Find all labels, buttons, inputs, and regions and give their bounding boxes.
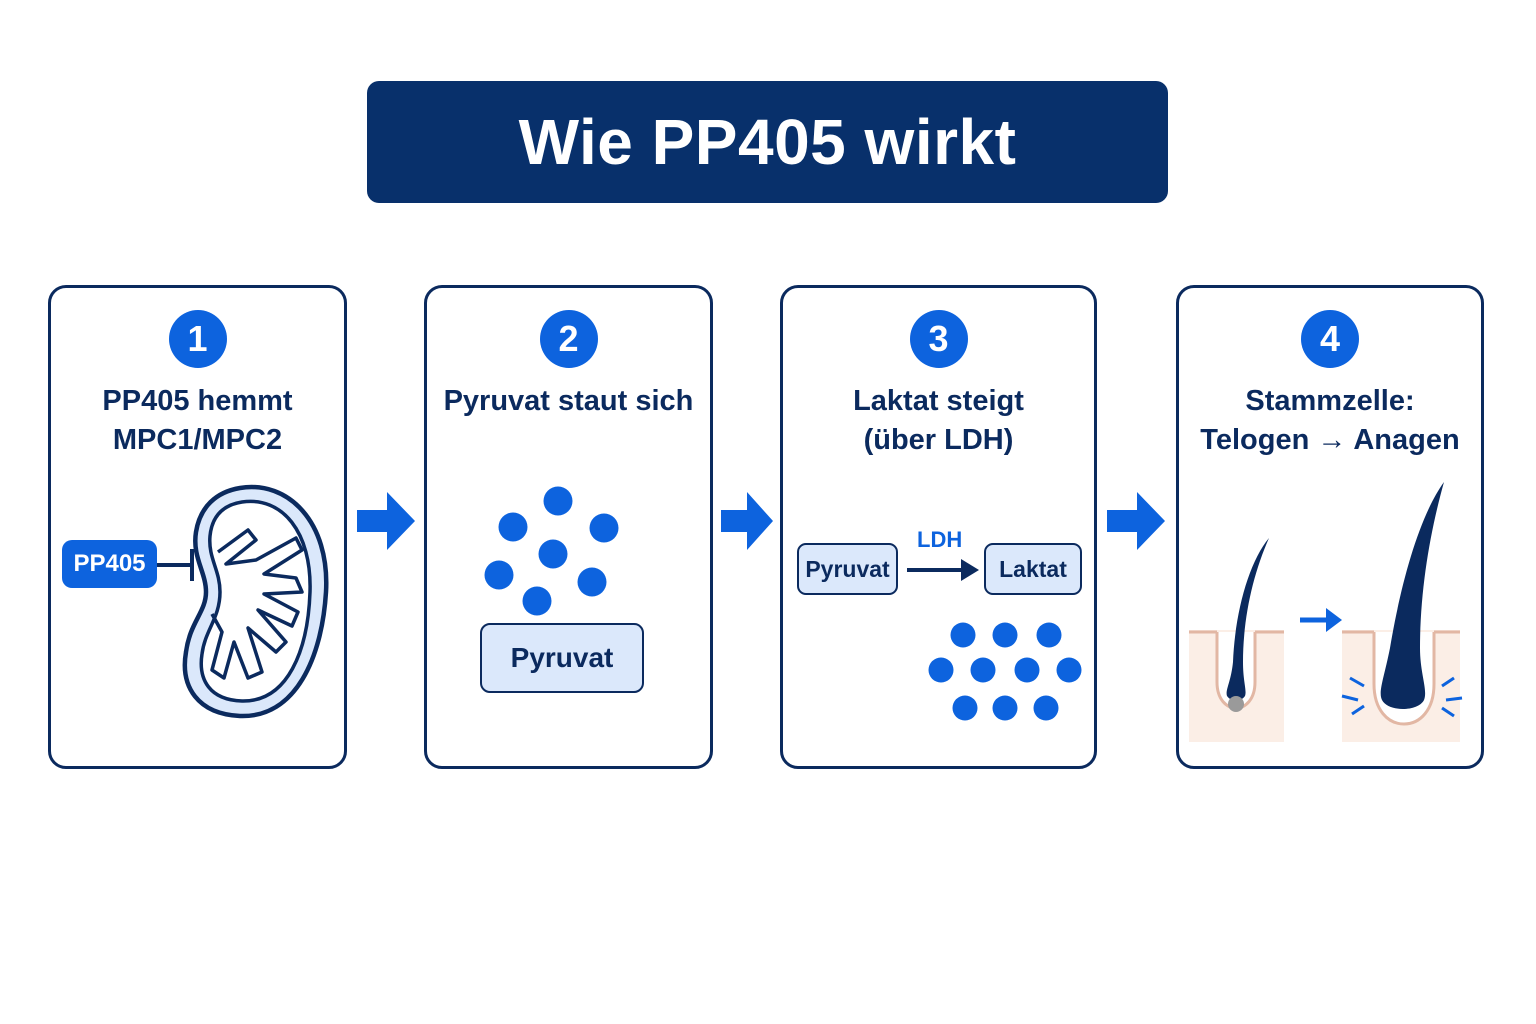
hair-follicle-anagen-icon bbox=[1341, 482, 1463, 742]
mitochondrion-icon bbox=[182, 484, 329, 719]
step-number-badge-3: 3 bbox=[909, 310, 968, 368]
right-arrow-icon bbox=[357, 492, 415, 550]
step-label-3-line-2: (über LDH) bbox=[863, 424, 1014, 456]
molecule-dots-icon bbox=[928, 622, 1082, 721]
step-label-2-line-1: Pyruvat staut sich bbox=[443, 385, 694, 417]
step-label-4-line-2: Telogen → Anagen bbox=[1200, 424, 1460, 456]
step-number-badge-2: 2 bbox=[539, 310, 598, 368]
right-arrow-icon bbox=[1107, 492, 1165, 550]
step-label-1-line-2: MPC1/MPC2 bbox=[112, 424, 283, 456]
pyruvate-box: Pyruvat bbox=[480, 623, 644, 693]
step-label-1: PP405 hemmt MPC1/MPC2 bbox=[51, 382, 344, 460]
inhibition-bar-icon bbox=[157, 549, 194, 581]
step-number-badge-1: 1 bbox=[168, 310, 227, 368]
title-banner: Wie PP405 wirkt bbox=[367, 81, 1168, 203]
pp405-inhibitor-pill: PP405 bbox=[62, 540, 157, 588]
page-title: Wie PP405 wirkt bbox=[518, 106, 1017, 178]
transition-arrow-icon bbox=[1300, 608, 1342, 632]
step-label-4: Stammzelle: Telogen → Anagen bbox=[1179, 382, 1481, 460]
molecule-dots-icon bbox=[484, 486, 619, 616]
pyruvate-box-small: Pyruvat bbox=[797, 543, 898, 595]
step-label-3-line-1: Laktat steigt bbox=[853, 385, 1024, 417]
hair-follicle-telogen-icon bbox=[1189, 538, 1284, 742]
conversion-arrow-icon bbox=[907, 559, 979, 581]
step-label-2: Pyruvat staut sich bbox=[427, 382, 710, 421]
step-label-3: Laktat steigt (über LDH) bbox=[783, 382, 1094, 460]
lactate-box: Laktat bbox=[984, 543, 1082, 595]
right-arrow-icon bbox=[721, 492, 773, 550]
ldh-enzyme-label: LDH bbox=[917, 527, 963, 552]
step-card-3: 3 Laktat steigt (über LDH) bbox=[780, 285, 1097, 769]
step-label-4-line-1: Stammzelle: bbox=[1245, 385, 1415, 417]
step-label-1-line-1: PP405 hemmt bbox=[102, 385, 293, 417]
step-number-badge-4: 4 bbox=[1301, 310, 1359, 368]
